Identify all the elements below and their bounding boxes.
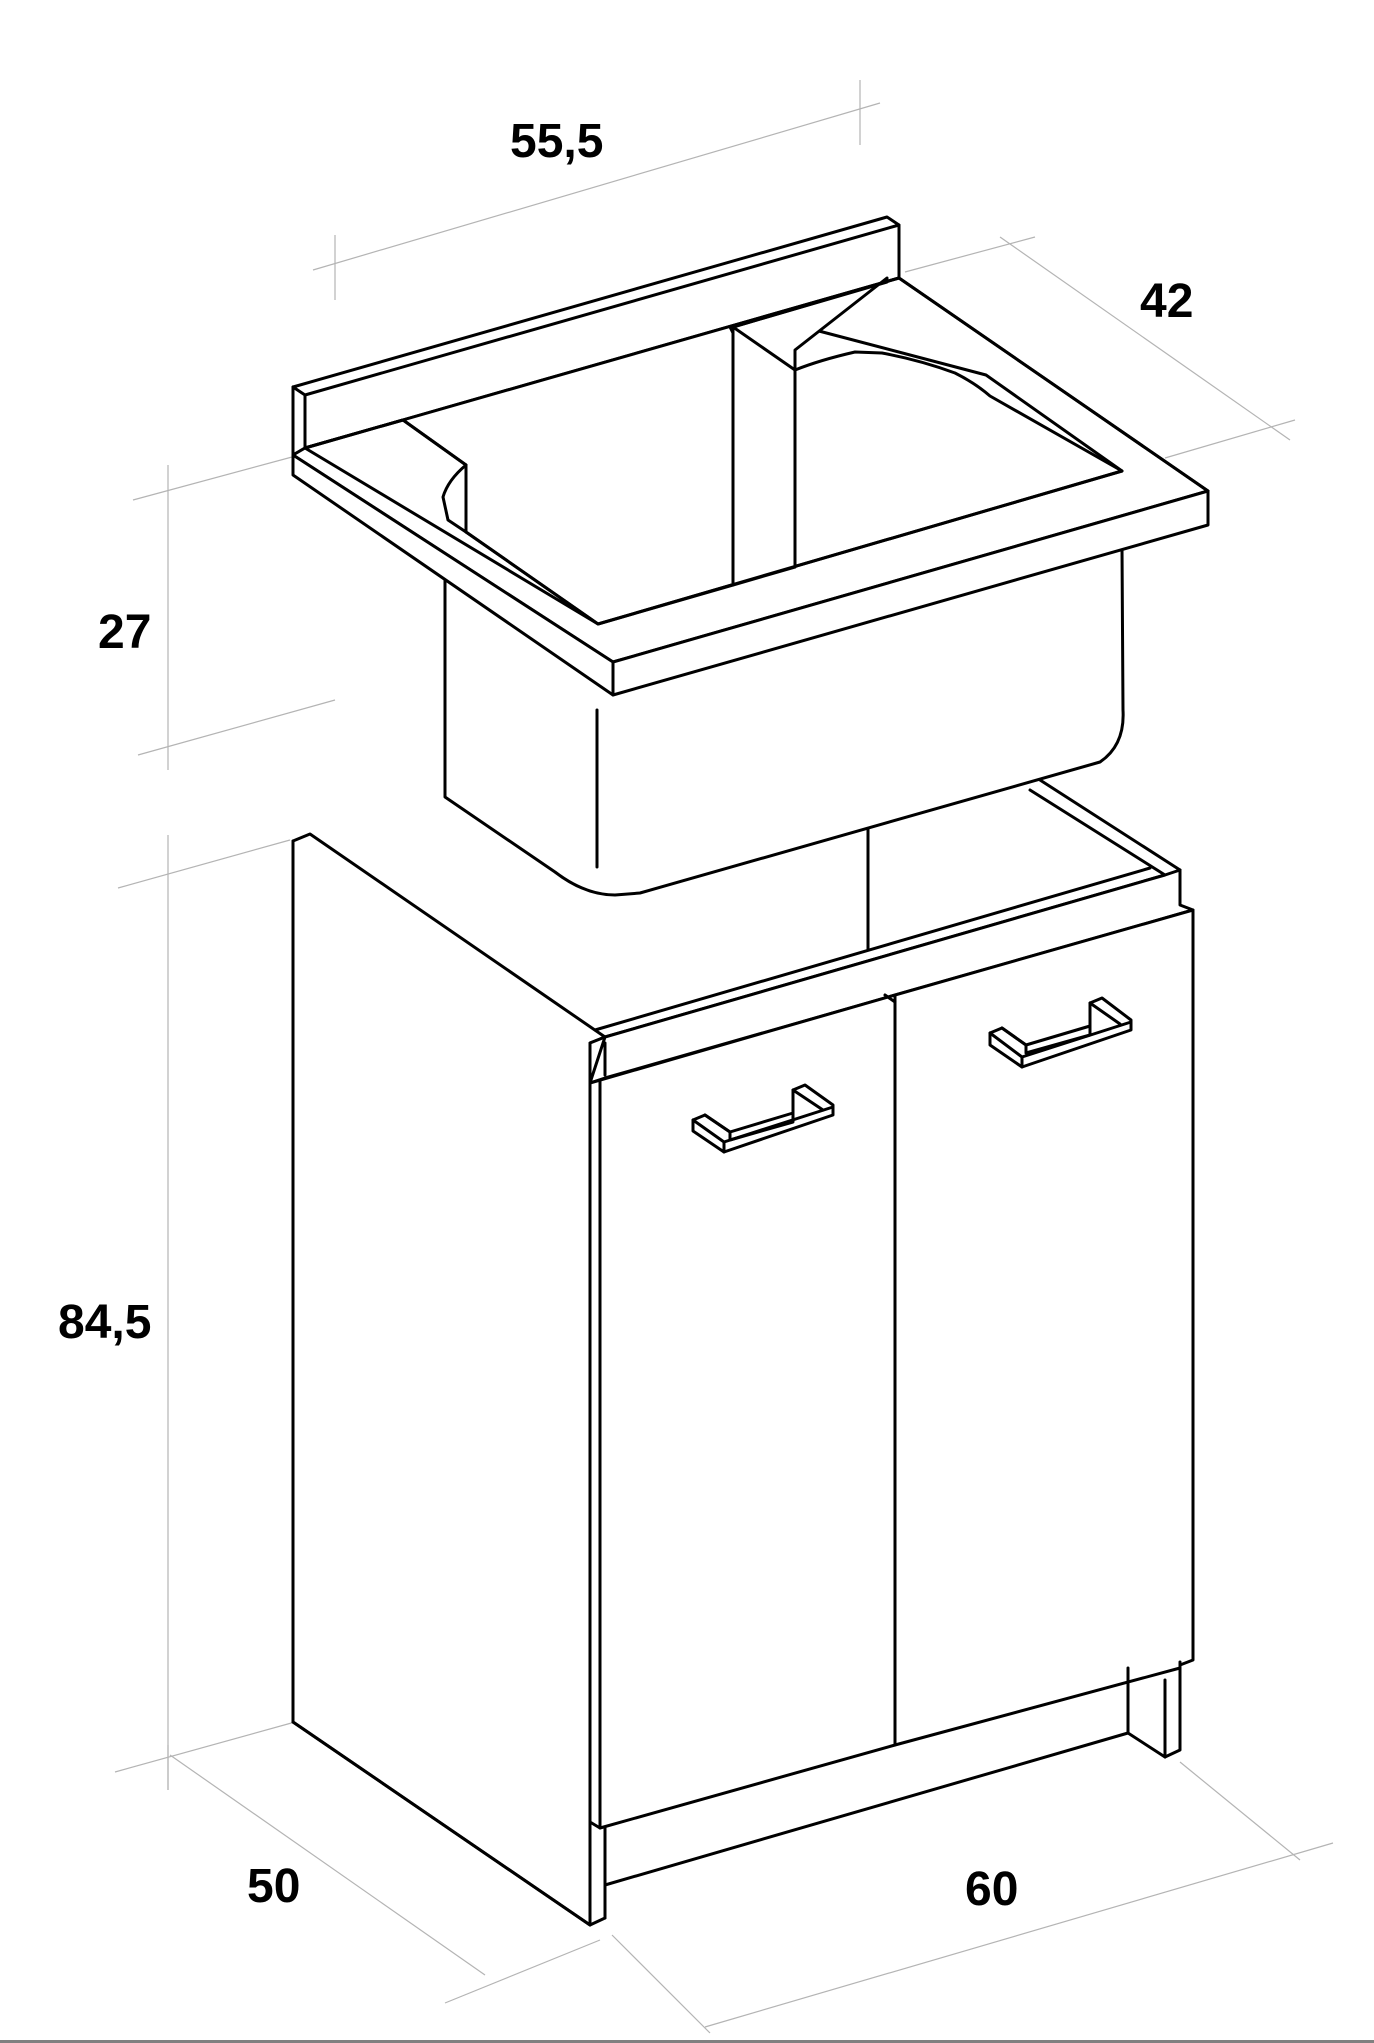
left-door[interactable] bbox=[588, 993, 897, 1830]
base-cabinet bbox=[291, 778, 1195, 1927]
sink-length-label: 55,5 bbox=[510, 115, 603, 168]
cabinet-width-label: 60 bbox=[965, 1863, 1018, 1916]
dimension-labels: 55,5 42 27 84,5 50 60 bbox=[58, 115, 1193, 1916]
right-door-handle-icon[interactable] bbox=[988, 996, 1133, 1069]
left-door-handle-icon[interactable] bbox=[691, 1083, 835, 1154]
bottom-divider bbox=[0, 2040, 1374, 2043]
dimension-lines bbox=[114, 80, 1334, 2034]
sink-basin bbox=[291, 215, 1210, 897]
right-door[interactable] bbox=[893, 908, 1195, 1747]
sink-height-label: 27 bbox=[98, 606, 151, 659]
sink-depth-label: 42 bbox=[1140, 275, 1193, 328]
cabinet-depth-label: 50 bbox=[247, 1860, 300, 1913]
cabinet-height-label: 84,5 bbox=[58, 1296, 151, 1349]
